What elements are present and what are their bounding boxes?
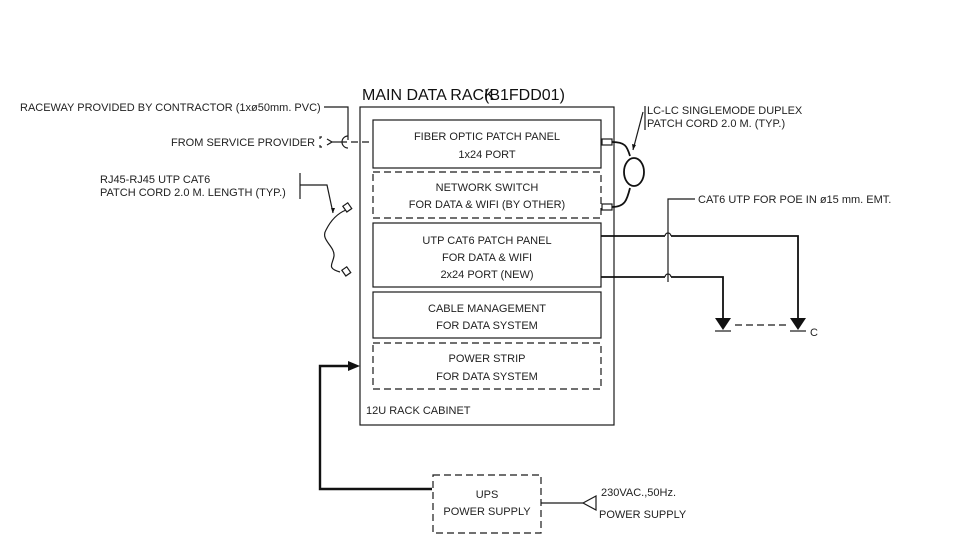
rj45-patch-cord-icon <box>299 173 353 277</box>
utp-outgoing-cables <box>601 232 799 318</box>
raceway-note: RACEWAY PROVIDED BY CONTRACTOR (1xø50mm.… <box>20 102 321 114</box>
utp-cat6-patch-panel: UTP CAT6 PATCH PANEL FOR DATA & WIFI 2x2… <box>372 222 602 288</box>
outlet-label: C <box>810 327 818 339</box>
power-feed-line <box>318 361 432 491</box>
rj45-note-line1: RJ45-RJ45 UTP CAT6 <box>100 174 210 186</box>
svg-text:CABLE MANAGEMENT: CABLE MANAGEMENT <box>428 303 546 315</box>
rack-title: MAIN DATA RACK <box>362 87 495 104</box>
mains-line2: POWER SUPPLY <box>599 509 687 521</box>
mains-line1: 230VAC.,50Hz. <box>601 487 676 499</box>
data-outlet-2 <box>790 318 806 332</box>
svg-text:FOR DATA & WIFI: FOR DATA & WIFI <box>442 252 532 264</box>
svg-text:NETWORK SWITCH: NETWORK SWITCH <box>436 182 539 194</box>
fiber-optic-patch-panel: FIBER OPTIC PATCH PANEL 1x24 PORT <box>372 119 602 169</box>
rack-id: (B1FDD01) <box>484 87 565 104</box>
cable-management: CABLE MANAGEMENT FOR DATA SYSTEM <box>372 291 602 339</box>
cat6-poe-note: CAT6 UTP FOR POE IN ø15 mm. EMT. <box>698 194 891 206</box>
rj45-note-line2: PATCH CORD 2.0 M. LENGTH (TYP.) <box>100 187 286 199</box>
service-provider-note: FROM SERVICE PROVIDER <box>171 137 315 149</box>
svg-text:FOR DATA SYSTEM: FOR DATA SYSTEM <box>436 371 538 383</box>
service-entry-symbol <box>319 135 373 149</box>
svg-text:FOR DATA SYSTEM: FOR DATA SYSTEM <box>436 320 538 332</box>
svg-text:FOR DATA & WIFI (BY OTHER): FOR DATA & WIFI (BY OTHER) <box>409 199 565 211</box>
cabinet-label: 12U RACK CABINET <box>366 405 471 417</box>
svg-text:UTP CAT6 PATCH PANEL: UTP CAT6 PATCH PANEL <box>422 235 551 247</box>
ups-power-supply: UPS POWER SUPPLY <box>432 474 542 534</box>
cat6-poe-leader <box>667 198 695 282</box>
svg-text:1x24 PORT: 1x24 PORT <box>458 149 516 161</box>
mains-supply-symbol <box>541 494 597 512</box>
svg-text:POWER SUPPLY: POWER SUPPLY <box>443 506 531 518</box>
lc-note-line2: PATCH CORD 2.0 M. (TYP.) <box>647 118 785 130</box>
svg-text:FIBER OPTIC PATCH PANEL: FIBER OPTIC PATCH PANEL <box>414 131 560 143</box>
svg-text:POWER STRIP: POWER STRIP <box>448 353 525 365</box>
svg-text:2x24 PORT (NEW): 2x24 PORT (NEW) <box>440 269 533 281</box>
data-outlet-1 <box>715 318 731 332</box>
raceway-leader <box>324 106 349 140</box>
network-switch: NETWORK SWITCH FOR DATA & WIFI (BY OTHER… <box>372 171 602 219</box>
lc-note-line1: LC-LC SINGLEMODE DUPLEX <box>647 105 803 117</box>
power-strip: POWER STRIP FOR DATA SYSTEM <box>372 342 602 390</box>
svg-text:UPS: UPS <box>476 489 499 501</box>
lc-fiber-patch-cord-icon <box>601 106 646 211</box>
rack-cabinet <box>359 106 615 426</box>
